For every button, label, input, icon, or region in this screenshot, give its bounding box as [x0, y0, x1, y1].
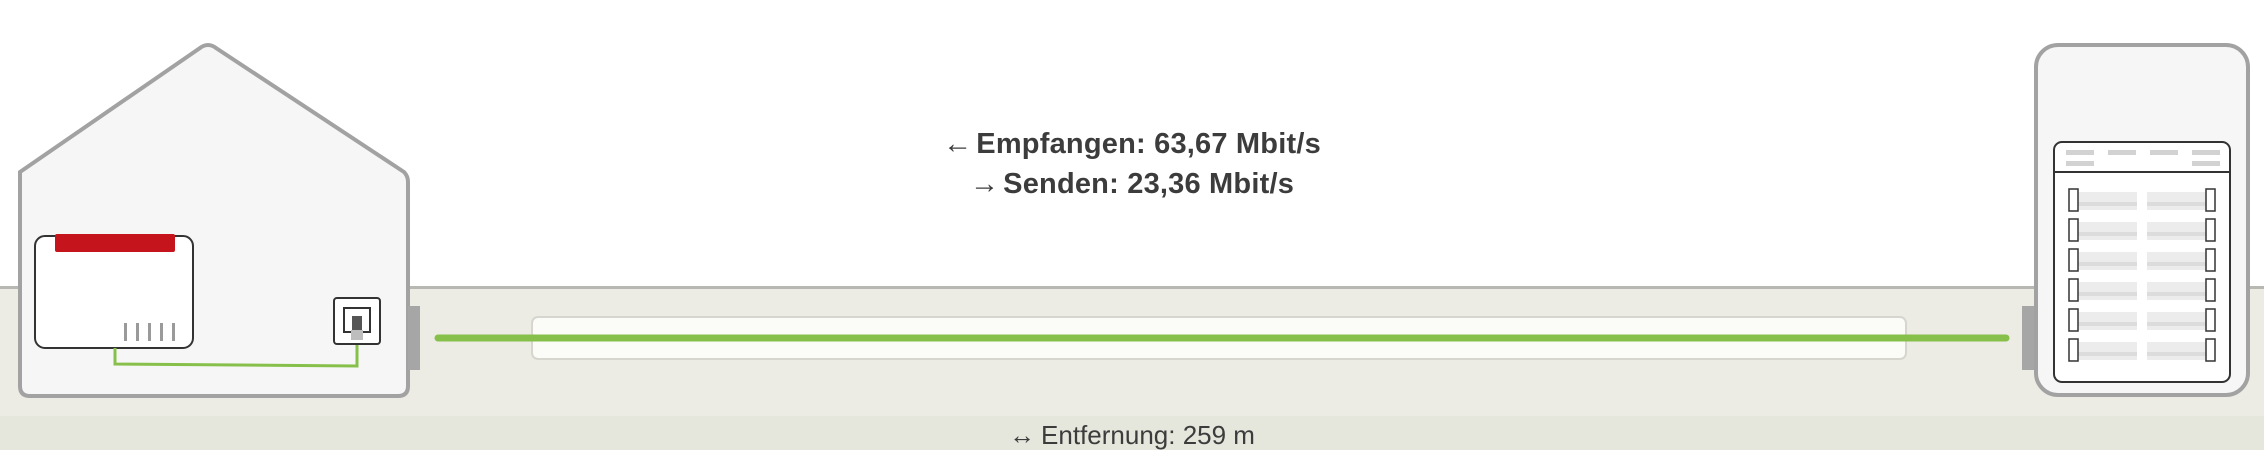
ground-bottom-strip [0, 416, 2264, 450]
cabinet-slot [2068, 278, 2216, 302]
cabinet-slot [2068, 338, 2216, 362]
distance-label: Entfernung: [1041, 420, 1176, 450]
cabinet-slot [2068, 308, 2216, 332]
upstream-value: 23,36 Mbit/s [1127, 168, 1295, 200]
upstream-label: Senden: [1003, 168, 1119, 200]
dslam-cabinet-icon [2034, 43, 2250, 397]
phone-socket-icon [333, 297, 381, 345]
downstream-value: 63,67 Mbit/s [1154, 128, 1321, 160]
downstream-rate: ←Empfangen: 63,67 Mbit/s [0, 128, 2264, 161]
upstream-rate: →Senden: 23,36 Mbit/s [0, 168, 2264, 201]
line-distance: ↔Entfernung: 259 m [0, 420, 2264, 451]
cabinet-slot [2068, 248, 2216, 272]
router-cable [113, 334, 359, 368]
cabinet-wall-connector [2022, 306, 2036, 370]
arrow-left-right-icon: ↔ [1009, 420, 1036, 450]
house-wall-connector [408, 306, 420, 370]
distance-value: 259 m [1182, 420, 1255, 450]
cabinet-slot [2068, 188, 2216, 212]
arrow-left-icon: ← [943, 128, 973, 160]
arrow-right-icon: → [969, 168, 1000, 200]
downstream-label: Empfangen: [976, 128, 1146, 160]
router-icon [34, 234, 194, 349]
cabinet-slot [2068, 218, 2216, 242]
router-leds [124, 323, 175, 341]
